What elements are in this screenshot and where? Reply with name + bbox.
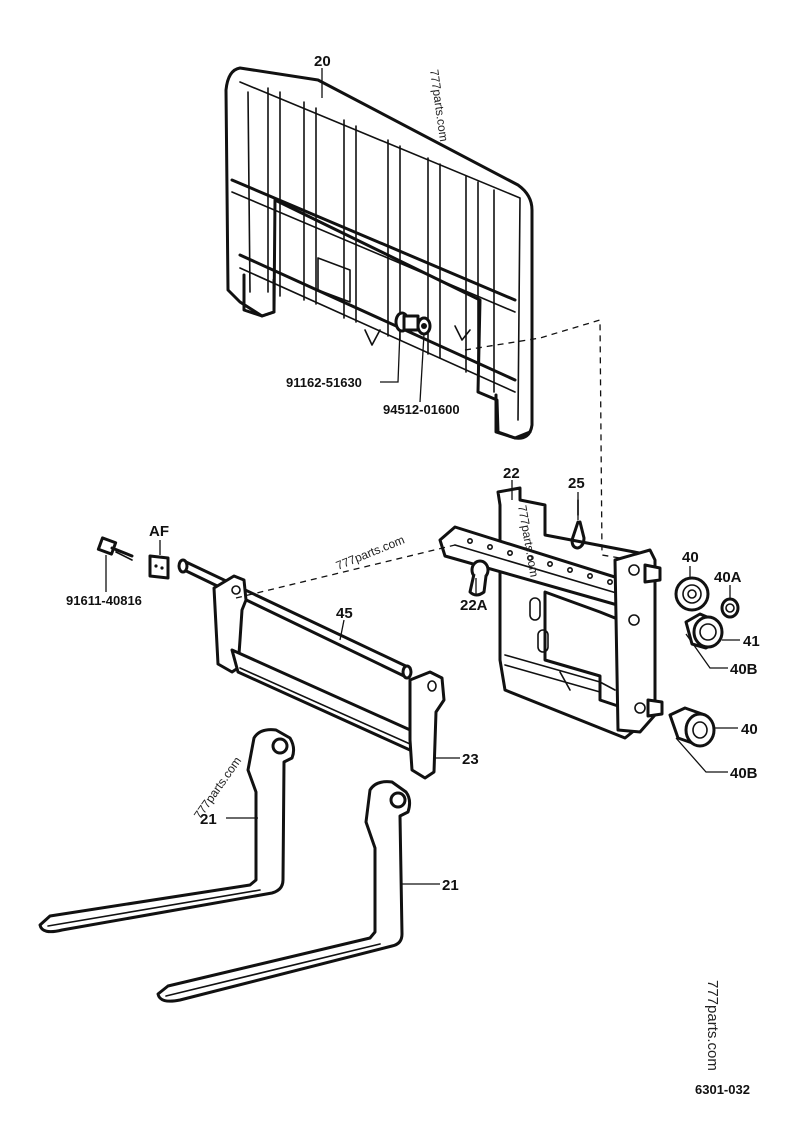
label-21-right: 21 [442, 877, 459, 894]
fork-21-left [38, 728, 296, 934]
label-94512-01600: 94512-01600 [383, 402, 460, 417]
leader-lines [105, 68, 740, 885]
label-91611-40816: 91611-40816 [66, 593, 142, 608]
carriage-plate-22 [438, 486, 664, 740]
label-21-left: 21 [200, 811, 217, 828]
label-40A: 40A [714, 569, 742, 586]
bolt-91611-40816 [96, 536, 134, 561]
label-20: 20 [314, 53, 331, 70]
dashed-guides [235, 319, 621, 599]
drawing-number: 6301-032 [695, 1082, 750, 1097]
watermark-middle: 777parts.com [334, 533, 407, 573]
roller-41 [684, 612, 724, 650]
watermark-fork: 777parts.com [191, 754, 244, 822]
label-23: 23 [462, 751, 479, 768]
label-40B-bottom: 40B [730, 765, 758, 782]
label-91162-51630: 91162-51630 [286, 375, 362, 390]
label-22A: 22A [460, 597, 488, 614]
watermark-top: 777parts.com [427, 68, 451, 142]
fork-21-right [156, 780, 412, 1003]
shaft-45 [177, 558, 413, 680]
callout-labels: 20 91162-51630 94512-01600 22 25 40 40A … [66, 53, 760, 894]
pin-22A [468, 559, 490, 597]
roller-40-top [674, 576, 710, 612]
ring-40A [720, 597, 740, 619]
roller-40-bottom [668, 706, 716, 748]
label-40B-top: 40B [730, 661, 758, 678]
watermark-corner: 777parts.com [704, 980, 721, 1071]
label-40-bottom: 40 [741, 721, 758, 738]
label-45: 45 [336, 605, 353, 622]
label-25: 25 [568, 475, 585, 492]
label-AF: AF [149, 523, 169, 540]
fork-carrier-23 [212, 574, 446, 780]
label-40-top: 40 [682, 549, 699, 566]
label-41: 41 [743, 633, 760, 650]
load-backrest-20 [224, 66, 534, 440]
plate-AF [148, 554, 170, 580]
label-22: 22 [503, 465, 520, 482]
